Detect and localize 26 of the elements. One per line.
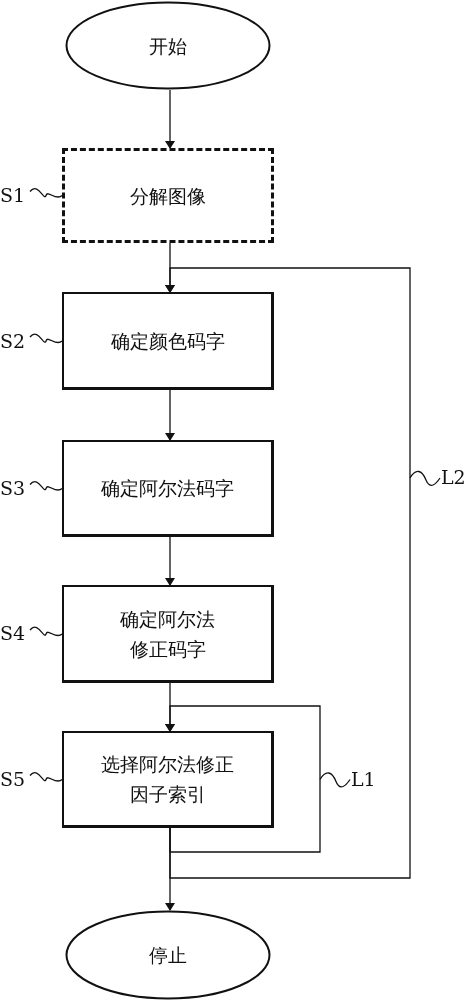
arrow — [165, 267, 411, 879]
leader-line — [29, 626, 63, 637]
step-text: 选择阿尔法修正因子索引 — [100, 752, 235, 807]
arrow — [165, 536, 175, 586]
leader-line — [29, 333, 63, 344]
step-text: 确定阿尔法修正码字 — [119, 606, 216, 662]
arrow — [165, 89, 175, 149]
step-text: 停止 — [149, 943, 187, 968]
arrow — [165, 389, 175, 441]
step-text: 开始 — [149, 33, 187, 59]
process-box — [62, 731, 274, 828]
step-label: S5 — [0, 768, 26, 790]
terminal-ellipse — [65, 1, 271, 90]
step-text: 确定阿尔法码字 — [101, 476, 234, 501]
process-box — [62, 440, 274, 537]
step-label: S3 — [0, 477, 26, 499]
terminal-ellipse — [65, 910, 271, 1000]
step-label: S2 — [0, 330, 26, 352]
arrow — [165, 705, 321, 853]
process-box — [62, 148, 274, 243]
step-text: 确定颜色码字 — [110, 328, 225, 354]
step-text: 分解图像 — [130, 183, 206, 209]
process-box — [62, 292, 274, 390]
process-box — [62, 585, 274, 683]
step-label: S4 — [0, 622, 26, 644]
step-label: S1 — [0, 184, 26, 206]
